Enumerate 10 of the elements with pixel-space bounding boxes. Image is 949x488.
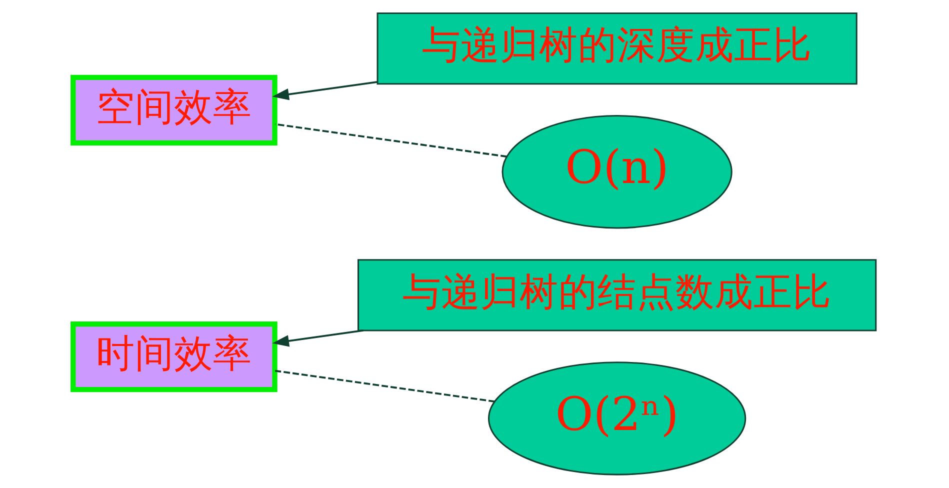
arrow (272, 80, 378, 100)
node-box: 时间效率 (70, 321, 278, 392)
arrow (272, 330, 364, 347)
node-ellipse: O(2ⁿ) (488, 362, 746, 476)
connector (274, 123, 508, 158)
node-box: 空间效率 (70, 74, 278, 146)
node-box: 与递归树的结点数成正比 (358, 259, 877, 332)
connector (274, 370, 495, 402)
node-box: 与递归树的深度成正比 (376, 12, 858, 85)
node-ellipse: O(n) (502, 114, 732, 229)
